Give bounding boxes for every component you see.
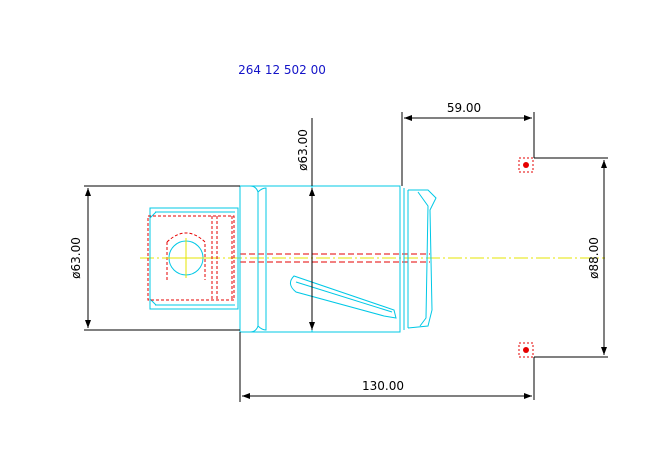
mounting-point-top [518,157,534,173]
dim-top-length [401,112,535,186]
dim-right-diameter-label: ø88.00 [587,237,601,279]
mounting-point-bottom [518,342,534,358]
dim-right-diameter [533,157,608,400]
main-body-outline [239,185,437,333]
dim-top-length-label: 59.00 [447,101,481,115]
dim-top-diameter-label: ø63.00 [296,129,310,171]
center-mark [166,238,206,278]
dim-bottom-length-label: 130.00 [362,379,404,393]
dim-left-diameter [84,185,240,331]
dim-bottom-length [239,332,532,402]
hidden-lines [147,215,430,301]
part-number-label: 264 12 502 00 [238,63,326,77]
dim-left-diameter-label: ø63.00 [69,237,83,279]
